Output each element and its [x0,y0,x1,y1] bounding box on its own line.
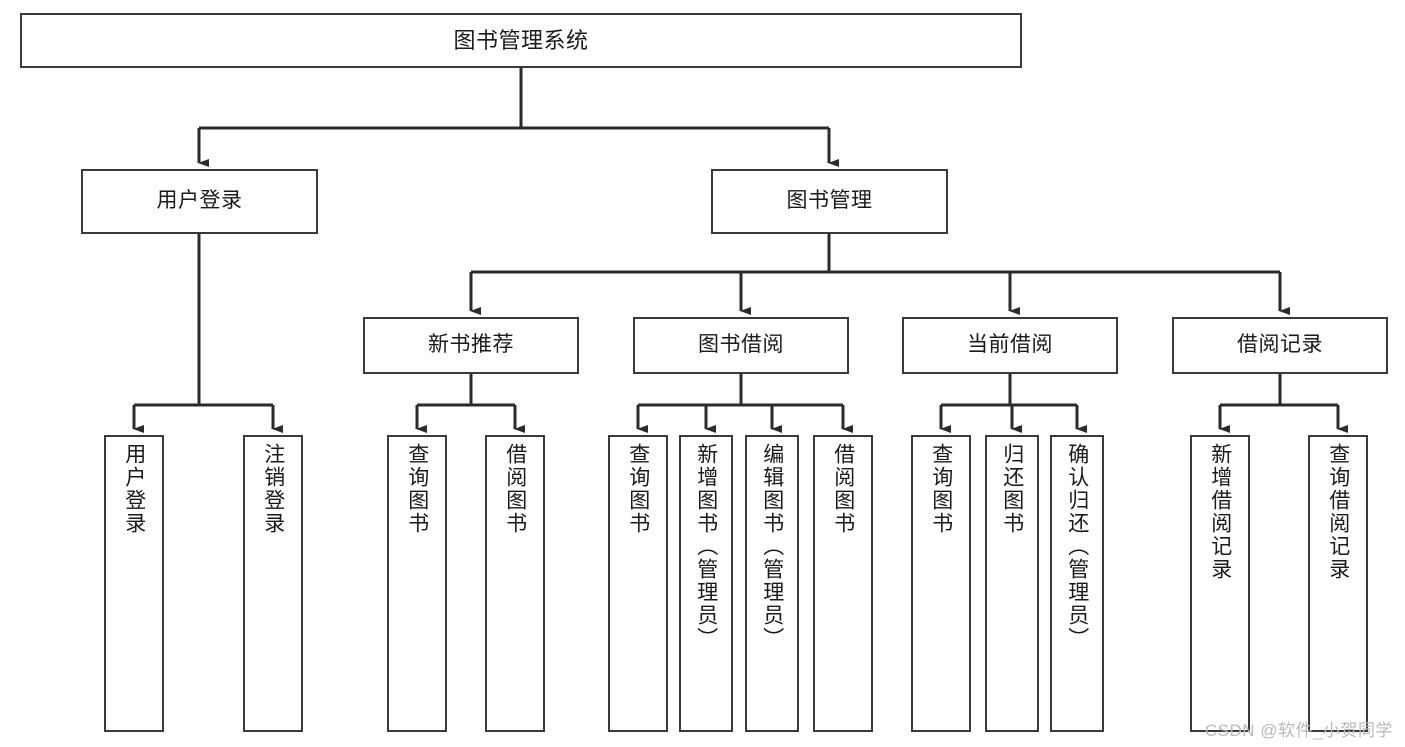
edge-borrow-record-bus [1220,374,1338,407]
node-borrow-record-label: 借阅记录 [1237,333,1323,357]
node-current-borrow[interactable]: 当前借阅 [902,317,1118,374]
node-book-management[interactable]: 图书管理 [711,169,948,234]
node-current-borrow-label: 当前借阅 [967,333,1053,357]
node-leaf-user-logout-label: 注销登录 [261,443,285,535]
edge-root-bus [199,68,829,130]
node-borrow-record[interactable]: 借阅记录 [1172,317,1388,374]
node-book-borrow[interactable]: 图书借阅 [633,317,849,374]
edge-recommend-bus [417,374,515,407]
edge-book-borrow-bus [638,374,843,407]
node-leaf-confirm-return-admin-label: 确认归还（管理员） [1065,443,1089,650]
node-new-book-recommend[interactable]: 新书推荐 [363,317,579,374]
node-leaf-borrow-book-recommend-label: 借阅图书 [503,443,527,535]
node-leaf-query-book-borrow[interactable]: 查询图书 [608,435,668,732]
node-leaf-add-book-admin[interactable]: 新增图书（管理员） [679,435,733,732]
node-leaf-borrow-book-recommend[interactable]: 借阅图书 [485,435,545,732]
node-book-borrow-label: 图书借阅 [698,333,784,357]
node-leaf-query-book-current[interactable]: 查询图书 [911,435,971,732]
edge-user-login-bus [134,234,273,407]
node-leaf-return-book-label: 归还图书 [1000,443,1024,535]
node-leaf-query-book-borrow-label: 查询图书 [626,443,650,535]
node-leaf-borrow-book[interactable]: 借阅图书 [813,435,873,732]
node-leaf-user-login[interactable]: 用户登录 [104,435,164,732]
node-leaf-user-login-label: 用户登录 [122,443,146,535]
node-leaf-edit-book-admin-label: 编辑图书（管理员） [760,443,784,650]
edge-current-borrow-bus [941,374,1077,407]
node-user-login-label: 用户登录 [156,189,243,213]
node-leaf-add-borrow-record-label: 新增借阅记录 [1208,443,1232,581]
node-user-login[interactable]: 用户登录 [81,169,318,234]
node-leaf-confirm-return-admin[interactable]: 确认归还（管理员） [1050,435,1104,732]
node-leaf-return-book[interactable]: 归还图书 [985,435,1039,732]
watermark-text: CSDN @软件_小贺同学 [1204,721,1393,740]
node-leaf-borrow-book-label: 借阅图书 [831,443,855,535]
node-leaf-user-logout[interactable]: 注销登录 [243,435,303,732]
node-leaf-query-borrow-record-label: 查询借阅记录 [1326,443,1350,581]
node-leaf-query-borrow-record[interactable]: 查询借阅记录 [1308,435,1368,732]
node-leaf-edit-book-admin[interactable]: 编辑图书（管理员） [745,435,799,732]
node-leaf-add-book-admin-label: 新增图书（管理员） [694,443,718,650]
node-book-management-label: 图书管理 [786,189,873,213]
node-root[interactable]: 图书管理系统 [20,13,1022,68]
node-leaf-query-book-recommend-label: 查询图书 [405,443,429,535]
node-leaf-query-book-current-label: 查询图书 [929,443,953,535]
node-new-book-recommend-label: 新书推荐 [428,333,514,357]
node-leaf-query-book-recommend[interactable]: 查询图书 [387,435,447,732]
node-root-label: 图书管理系统 [453,27,589,53]
edge-management-bus [471,234,1280,274]
node-leaf-add-borrow-record[interactable]: 新增借阅记录 [1190,435,1250,732]
